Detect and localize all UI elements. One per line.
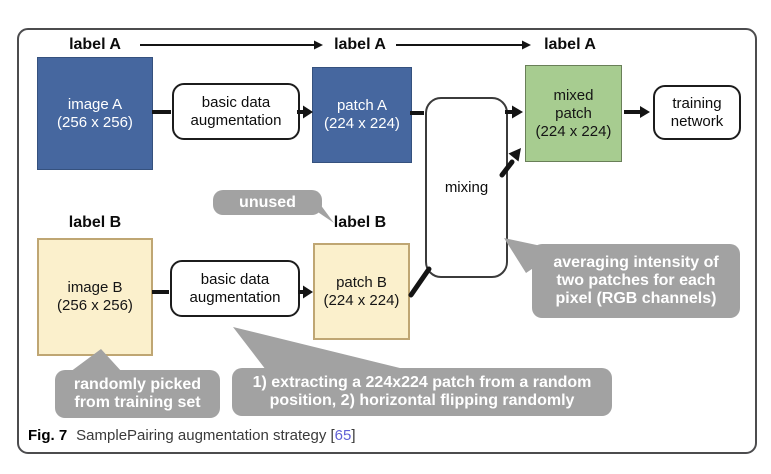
mixed-patch-line2: patch — [555, 104, 592, 122]
image-a-size: (256 x 256) — [57, 113, 133, 131]
label-a-2: label A — [334, 36, 386, 53]
averaging-line3: pixel (RGB channels) — [555, 290, 717, 307]
citation-bracket-open: [ — [330, 427, 335, 444]
training-line1: training — [672, 94, 722, 112]
randomly-picked-line1: randomly picked — [73, 376, 202, 393]
patch-a-size: (224 x 224) — [324, 115, 400, 132]
image-a-node: image A (256 x 256) — [37, 57, 153, 170]
extracting-line2: position, 2) horizontal flipping randoml… — [269, 392, 575, 409]
figure-caption-text: SamplePairing augmentation strategy — [76, 427, 327, 444]
mixing-label: mixing — [444, 178, 489, 196]
citation-bracket-close: ] — [351, 427, 356, 444]
unused-bubble: unused — [213, 190, 322, 215]
aug-top-line2: augmentation — [190, 111, 282, 129]
aug-top-node: basic data augmentation — [172, 83, 300, 140]
patch-a-node: patch A (224 x 224) — [312, 67, 412, 163]
figure-caption-number: Fig. 7 — [28, 427, 68, 444]
label-a-3: label A — [544, 36, 596, 53]
mixed-patch-node: mixed patch (224 x 224) — [525, 65, 622, 162]
patch-b-size: (224 x 224) — [323, 291, 400, 309]
extracting-line1: 1) extracting a 224x224 patch from a ran… — [252, 374, 592, 391]
image-a-title: image A — [67, 95, 123, 113]
aug-top-line1: basic data — [201, 93, 271, 111]
randomly-picked-bubble: randomly picked from training set — [55, 370, 220, 418]
label-a-1: label A — [69, 36, 121, 53]
patch-b-node: patch B (224 x 224) — [313, 243, 410, 340]
label-b-2: label B — [333, 214, 387, 231]
training-network-node: training network — [653, 85, 741, 140]
mixed-patch-line1: mixed — [553, 86, 594, 104]
image-b-size: (256 x 256) — [57, 297, 133, 314]
figure-caption: Fig. 7 SamplePairing augmentation strateg… — [28, 427, 356, 444]
citation-link[interactable]: 65 — [334, 427, 352, 444]
aug-bottom-line2: augmentation — [189, 288, 281, 306]
patch-b-title: patch B — [336, 273, 387, 291]
label-b-1: label B — [68, 214, 122, 231]
image-b-title: image B — [67, 279, 123, 296]
image-b-node: image B (256 x 256) — [37, 238, 153, 356]
training-line2: network — [670, 112, 724, 130]
aug-bottom-line1: basic data — [200, 270, 270, 288]
randomly-picked-line2: from training set — [74, 394, 201, 411]
aug-bottom-node: basic data augmentation — [170, 260, 300, 317]
unused-bubble-text: unused — [239, 193, 296, 211]
averaging-line2: two patches for each — [556, 272, 716, 289]
extracting-bubble: 1) extracting a 224x224 patch from a ran… — [232, 368, 612, 416]
mixed-patch-size: (224 x 224) — [535, 122, 612, 140]
patch-a-title: patch A — [336, 97, 388, 114]
averaging-bubble: averaging intensity of two patches for e… — [532, 244, 740, 318]
mixing-node: mixing — [425, 97, 508, 278]
averaging-line1: averaging intensity of — [553, 254, 719, 271]
